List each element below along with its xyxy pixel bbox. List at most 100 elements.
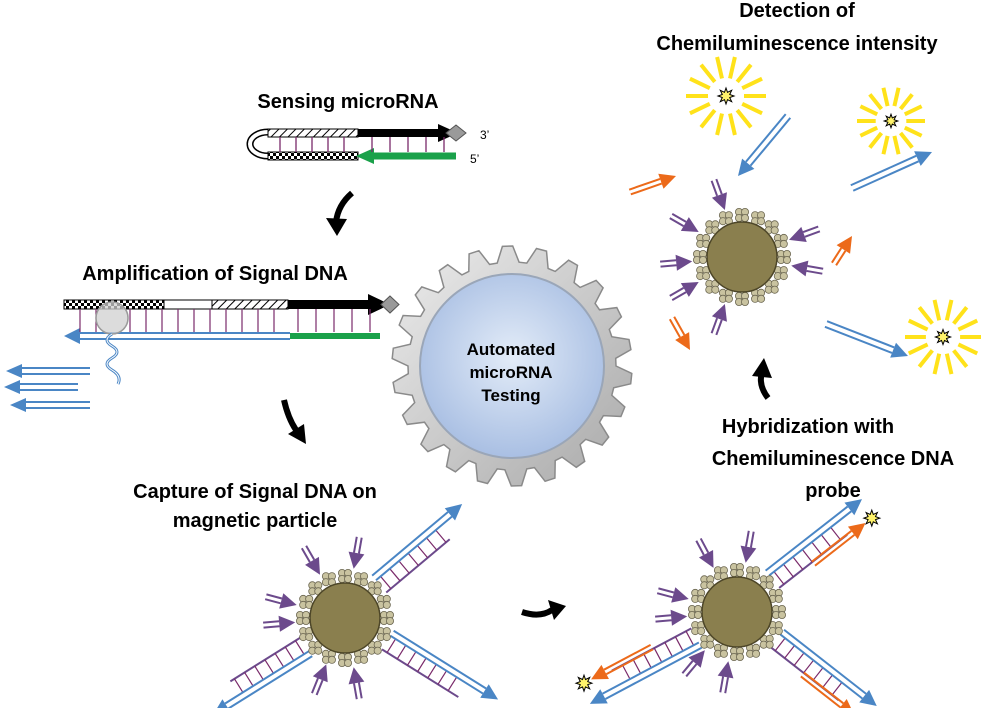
antibody-cluster-icon <box>718 211 733 226</box>
capture-duplex-3-signal-strand <box>217 650 313 708</box>
curved-arrow-3-head-icon <box>548 600 566 620</box>
antibody-cluster-icon <box>730 647 745 662</box>
center-text-line3: Testing <box>481 386 540 405</box>
detection-capture-probe-5 <box>660 254 693 271</box>
antibody-cluster-icon <box>379 611 394 626</box>
label-hybridization-line1: Hybridization with <box>722 416 894 438</box>
antibody-cluster-icon <box>308 581 323 596</box>
hybrid-duplex-3 <box>611 627 695 680</box>
capture-capture-probe-2 <box>348 536 365 569</box>
antibody-cluster-icon <box>321 649 336 664</box>
detection-capture-probe-6 <box>669 282 699 302</box>
label-hybridization-line3: probe <box>805 480 861 502</box>
antibody-cluster-icon <box>718 288 733 303</box>
hybrid-duplex-1-signal-strand <box>764 499 862 577</box>
hybrid-capture-probe-3 <box>656 587 689 603</box>
antibody-cluster-icon <box>299 594 314 609</box>
detection-capture-probe-2 <box>788 225 821 242</box>
curved-arrow-1-icon <box>333 190 355 223</box>
antibody-cluster-icon <box>696 266 711 281</box>
capture-duplex-1-signal-strand <box>371 504 463 582</box>
capture-capture-probe-4 <box>263 615 296 632</box>
hybrid-duplex-1-cl-probe <box>811 523 866 567</box>
detection-capture-probe-7 <box>710 303 727 336</box>
amplification-complex <box>63 294 400 385</box>
capture-capture-probe-5 <box>348 667 365 700</box>
label-detection-line1: Detection of <box>739 0 855 22</box>
hybrid-duplex-1-cl-label-icon <box>862 508 882 528</box>
detection-capture-probe-4 <box>669 212 699 232</box>
hybrid-capture-probe-6 <box>681 650 705 678</box>
capture-duplex-2 <box>381 638 459 698</box>
antibody-cluster-icon <box>730 563 745 578</box>
antibody-cluster-icon <box>376 627 391 642</box>
antibody-cluster-icon <box>713 643 728 658</box>
antibody-cluster-icon <box>735 207 750 222</box>
antibody-cluster-icon <box>772 605 787 620</box>
process-arrows <box>281 190 772 620</box>
label-hybridization-line2: Chemiluminescence DNA <box>712 448 954 470</box>
antibody-cluster-icon <box>768 621 783 636</box>
antibody-cluster-icon <box>321 572 336 587</box>
capture-duplex-1 <box>380 529 451 594</box>
antibody-cluster-icon <box>705 279 720 294</box>
antibody-cluster-icon <box>299 627 314 642</box>
antibody-cluster-icon <box>367 640 382 655</box>
antibody-cluster-icon <box>713 566 728 581</box>
hybrid-duplex-2-cl-probe <box>800 671 851 708</box>
detection-cl-probe-3 <box>668 316 690 350</box>
sensing-hairpin-probe <box>246 124 467 164</box>
antibody-cluster-icon <box>773 266 788 281</box>
antibody-cluster-icon <box>746 566 761 581</box>
hybrid-bead <box>688 563 787 662</box>
detection-signal-1 <box>738 113 792 176</box>
detection-signal-3 <box>824 320 908 358</box>
antibody-cluster-icon <box>354 649 369 664</box>
hybrid-duplex-3-cl-label-icon <box>574 673 594 693</box>
released-signal-dna <box>4 364 90 412</box>
antibody-cluster-icon <box>705 220 720 235</box>
antibody-cluster-icon <box>376 594 391 609</box>
detection-cl-probe-2 <box>831 236 852 266</box>
curved-arrow-2-head-icon <box>288 424 306 444</box>
curved-arrow-4-head-icon <box>752 358 772 378</box>
detection-signal-2 <box>850 151 932 192</box>
antibody-cluster-icon <box>759 634 774 649</box>
label-five-prime: 5’ <box>470 152 479 166</box>
magnetic-bead-icon <box>309 582 381 654</box>
gear-face <box>419 273 605 459</box>
capture-capture-probe-1 <box>300 545 320 575</box>
antibody-cluster-icon <box>700 634 715 649</box>
center-gear: Automated microRNA Testing <box>391 245 633 487</box>
magnetic-bead-icon <box>706 221 778 293</box>
antibody-cluster-icon <box>735 291 750 306</box>
antibody-cluster-icon <box>768 588 783 603</box>
detection-cl-probe-1 <box>628 173 676 196</box>
hybrid-capture-probe-1 <box>695 537 714 568</box>
hybrid-capture-probe-2 <box>740 530 757 563</box>
antibody-cluster-icon <box>693 249 708 264</box>
curved-arrow-1-head-icon <box>326 218 347 236</box>
label-capture-line1: Capture of Signal DNA on <box>133 481 377 503</box>
capture-bead <box>295 569 394 668</box>
antibody-cluster-icon <box>691 621 706 636</box>
capture-duplex-3 <box>229 636 305 693</box>
capture-duplex-2-signal-strand <box>389 629 499 700</box>
hybrid-capture-probe-5 <box>717 661 734 694</box>
antibody-cluster-icon <box>751 288 766 303</box>
hybrid-duplex-3-cl-probe <box>591 644 654 680</box>
hybrid-duplex-3-signal-strand <box>589 641 703 704</box>
antibody-cluster-icon <box>759 575 774 590</box>
antibody-cluster-icon <box>696 233 711 248</box>
hybrid-duplex-2-signal-strand <box>779 628 877 706</box>
label-detection-line2: Chemiluminescence intensity <box>656 33 938 55</box>
polymerase-icon <box>95 301 129 335</box>
curved-arrow-2-icon <box>281 399 299 432</box>
released-strand-wavy-icon <box>105 332 121 385</box>
antibody-cluster-icon <box>691 588 706 603</box>
detection-capture-probe-1 <box>710 178 727 211</box>
antibody-cluster-icon <box>354 572 369 587</box>
chemiluminescence-burst-3-icon <box>905 299 981 375</box>
capture-capture-probe-6 <box>311 664 328 696</box>
chemiluminescence-burst-2-icon <box>857 87 925 155</box>
